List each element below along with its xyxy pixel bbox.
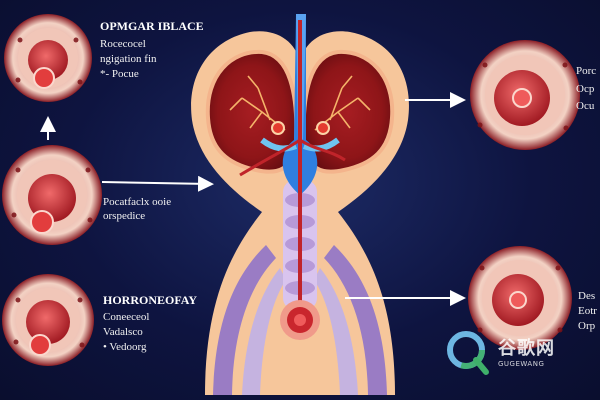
cell-mid-left bbox=[2, 145, 102, 245]
label-top-right-line3: Ocu bbox=[576, 100, 595, 112]
label-bottom-left-line4: • Vedoorg bbox=[103, 341, 147, 353]
label-top-left-line4: *- Pocue bbox=[100, 68, 139, 80]
cell-top-right bbox=[470, 40, 580, 150]
central-organ bbox=[191, 14, 409, 395]
watermark-logo-icon bbox=[447, 331, 489, 375]
label-top-left-line3: ngigation fin bbox=[100, 53, 157, 65]
connector-arrows bbox=[40, 92, 466, 306]
watermark-text: 谷歌网 bbox=[498, 338, 555, 359]
label-top-left-line2: Rocecocel bbox=[100, 38, 146, 50]
cell-top-left bbox=[4, 14, 92, 102]
label-mid-left-line1: Pocatfaclx ooie bbox=[103, 196, 172, 208]
cell-bottom-right bbox=[468, 246, 572, 350]
label-mid-left-line2: orspedice bbox=[103, 210, 146, 222]
label-bottom-left-line3: Vadalsco bbox=[103, 326, 143, 338]
label-top-right-line1: Porc bbox=[576, 65, 597, 77]
label-bottom-left-title: HORRONEOFAY bbox=[103, 293, 198, 307]
label-bottom-right-line3: Orp bbox=[578, 320, 596, 332]
label-bottom-right-line1: Des bbox=[578, 290, 596, 302]
label-top-left-title: OPMGAR IBLACE bbox=[100, 19, 204, 33]
cell-ring-dots bbox=[11, 37, 569, 348]
watermark-subtext: GUGEWANG bbox=[498, 360, 545, 368]
label-bottom-right-line2: Eotr bbox=[578, 305, 597, 317]
label-bottom-left-line2: Coneeceol bbox=[103, 311, 150, 323]
label-top-right-line2: Ocp bbox=[576, 83, 595, 95]
cell-bottom-left bbox=[2, 274, 94, 366]
